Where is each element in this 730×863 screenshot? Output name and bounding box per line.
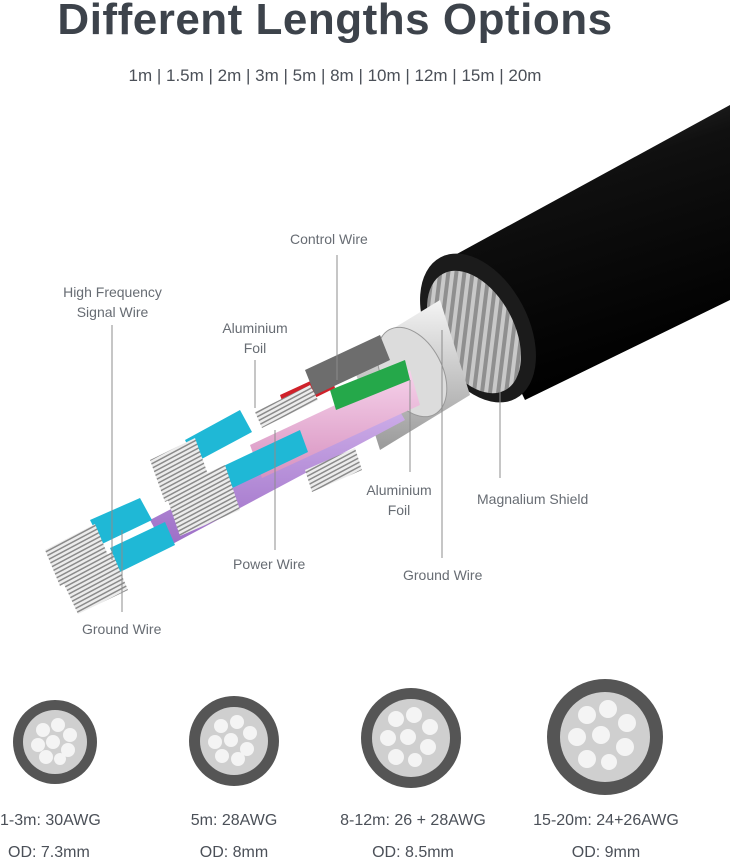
- label-ground-wire-left: Ground Wire: [82, 621, 162, 637]
- spec-2: 5m: 28AWG OD: 8mm: [190, 812, 278, 861]
- leader-lines: [111, 255, 501, 612]
- cable-illustration: [45, 105, 730, 614]
- length-options: 1m | 1.5m | 2m | 3m | 5m | 8m | 10m | 12…: [128, 66, 542, 85]
- label-control-wire: Control Wire: [290, 231, 368, 247]
- spec-4: 15-20m: 24+26AWG OD: 9mm: [533, 812, 679, 861]
- label-high-frequency-signal-wire: High Frequency Signal Wire: [63, 284, 162, 320]
- spec-1: 1-3m: 30AWG OD: 7.3mm: [0, 812, 101, 861]
- spec-3: 8-12m: 26 + 28AWG OD: 8.5mm: [340, 812, 486, 861]
- cross-section-1-icon: [13, 700, 97, 784]
- cross-section-4-icon: [547, 679, 663, 795]
- label-aluminium-foil-bottom: Aluminium Foil: [366, 482, 432, 518]
- page-title: Different Lengths Options: [57, 0, 613, 44]
- label-aluminium-foil-top: Aluminium Foil: [222, 320, 288, 356]
- label-ground-wire-right: Ground Wire: [403, 567, 483, 583]
- label-magnalium-shield: Magnalium Shield: [477, 491, 589, 507]
- cross-section-2-icon: [189, 696, 279, 786]
- wire-bundle: [45, 335, 420, 614]
- cross-section-3-icon: [361, 688, 461, 788]
- label-power-wire: Power Wire: [233, 556, 306, 572]
